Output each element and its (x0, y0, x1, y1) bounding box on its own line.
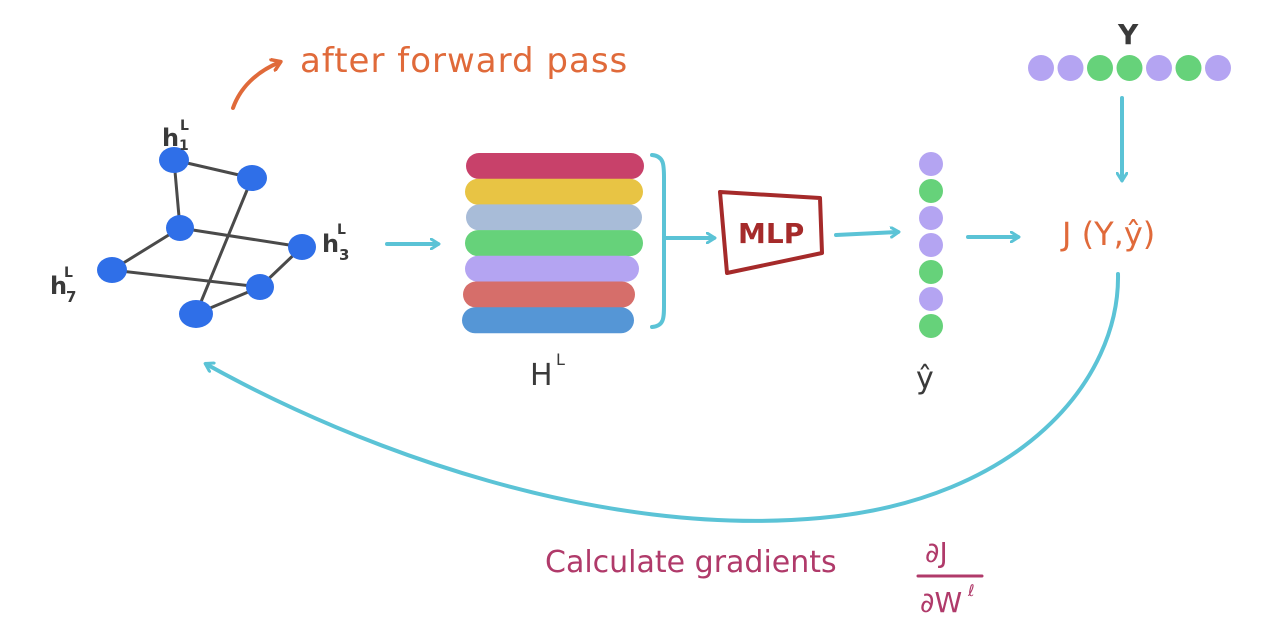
node-label-h1-sub: 1 (179, 138, 189, 154)
node-label-h3-sub: 3 (339, 246, 349, 264)
node-label-h7-sub: 7 (66, 288, 76, 306)
graph-nodes (97, 147, 316, 328)
gradient-denominator: ∂W (920, 586, 962, 619)
y-hat-label: ŷ (916, 361, 934, 396)
graph-node (166, 215, 194, 241)
matrix-row (466, 153, 644, 179)
backprop-arrow (206, 272, 1121, 523)
y-dot (1116, 55, 1143, 81)
gradient-denominator-sup: ℓ (967, 581, 975, 600)
matrix-row (462, 307, 634, 334)
y-hat-dot (919, 179, 943, 203)
graph: h L 1 h L 3 h L 7 (50, 118, 349, 328)
gradient-text: Calculate gradients (545, 545, 837, 580)
y-dots (1028, 55, 1231, 81)
mlp-label: MLP (738, 217, 804, 250)
y-hat-dot (919, 152, 943, 176)
graph-edge (110, 268, 262, 289)
node-label-h1: h (162, 124, 179, 152)
mlp-box (718, 190, 824, 275)
y-dot (1087, 55, 1113, 81)
node-label-h7-sup: L (64, 265, 73, 281)
matrix-row (465, 178, 643, 205)
y-vector: Y (1028, 18, 1231, 81)
graph-node (237, 165, 267, 191)
matrix-row (465, 230, 643, 257)
forward-note-arrow (231, 62, 280, 110)
y-hat-dot (919, 314, 943, 338)
graph-node (246, 274, 274, 300)
node-label-h3: h (322, 230, 339, 258)
matrix-row (465, 255, 639, 282)
y-label: Y (1117, 18, 1139, 51)
graph-node-h7 (97, 257, 127, 283)
matrix-rows (462, 153, 644, 334)
graph-edge (178, 226, 304, 249)
y-hat-dot (919, 206, 943, 230)
loss-label: J (Y,ŷ) (1060, 215, 1155, 253)
matrix-row (466, 204, 642, 231)
node-label-h1-sup: L (180, 118, 189, 134)
matrix-label: H (530, 358, 553, 393)
matrix-bracket (650, 153, 692, 329)
y-dot (1146, 55, 1172, 81)
gradient-numerator: ∂J (925, 536, 948, 569)
y-dot (1175, 55, 1202, 81)
y-hat-vector: ŷ (916, 152, 943, 396)
graph-edges (110, 158, 304, 316)
y-dot (1028, 55, 1054, 81)
mlp-block: MLP (718, 190, 824, 275)
graph-node-h3 (288, 234, 316, 260)
matrix: H L (462, 153, 692, 393)
y-hat-dot (919, 287, 943, 311)
arrow-mlp-to-yhat (834, 232, 898, 235)
graph-edge (194, 176, 254, 316)
graph-node-h1 (159, 147, 189, 173)
y-hat-dot (919, 260, 943, 284)
y-hat-dot (919, 233, 943, 257)
forward-note: after forward pass (300, 41, 628, 81)
node-label-h7: h (50, 272, 67, 300)
matrix-label-sup: L (556, 350, 565, 369)
gradient-note: Calculate gradients ∂J ∂W ℓ (545, 536, 984, 619)
matrix-row (463, 281, 635, 308)
node-label-h3-sup: L (337, 222, 346, 238)
y-dot (1057, 55, 1084, 81)
y-dot (1205, 55, 1231, 81)
y-hat-dots (919, 152, 943, 338)
graph-node (179, 300, 213, 328)
